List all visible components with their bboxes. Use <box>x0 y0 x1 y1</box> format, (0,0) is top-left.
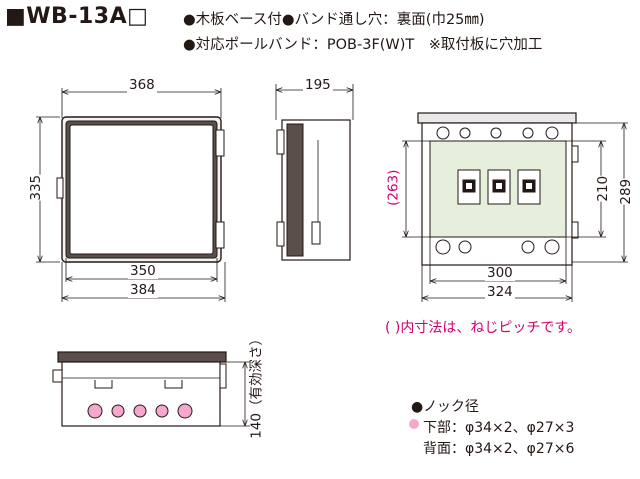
side-view <box>275 84 354 261</box>
dim-plate-width: 300 <box>485 265 515 281</box>
dim-inner-width: 350 <box>128 263 158 279</box>
dim-depth: 195 <box>303 77 333 93</box>
dim-front-height: 335 <box>28 174 45 201</box>
knockout-back: 背面：φ34×2、φ27×6 <box>423 441 575 457</box>
dim-effective-depth: 140（有効深さ） <box>248 331 265 439</box>
knockout-title: ●ノック径 <box>411 399 479 415</box>
dim-body-height: 289 <box>618 178 635 205</box>
spec-line-2: ●対応ポールバンド：POB-3F(W)T ※取付板に穴加工 <box>183 37 543 53</box>
dim-outer-width: 384 <box>128 282 158 298</box>
pink-bullet-icon <box>409 419 419 429</box>
front-view <box>36 88 226 302</box>
bottom-view <box>52 351 250 427</box>
knockout-bottom: 下部：φ34×2、φ27×3 <box>423 420 575 436</box>
dim-body-width: 324 <box>485 284 515 300</box>
model-title: ■WB-13A□ <box>5 4 149 29</box>
pitch-note: ( )内寸法は、ねじピッチです。 <box>385 320 581 336</box>
spec-line-1: ●木板ベース付●バンド通し穴：裏面(巾25㎜) <box>183 12 485 28</box>
inside-view <box>402 112 628 302</box>
dim-plate-height: 210 <box>595 175 612 202</box>
dim-screw-pitch: (263) <box>385 169 402 206</box>
dim-front-width: 368 <box>127 77 157 93</box>
